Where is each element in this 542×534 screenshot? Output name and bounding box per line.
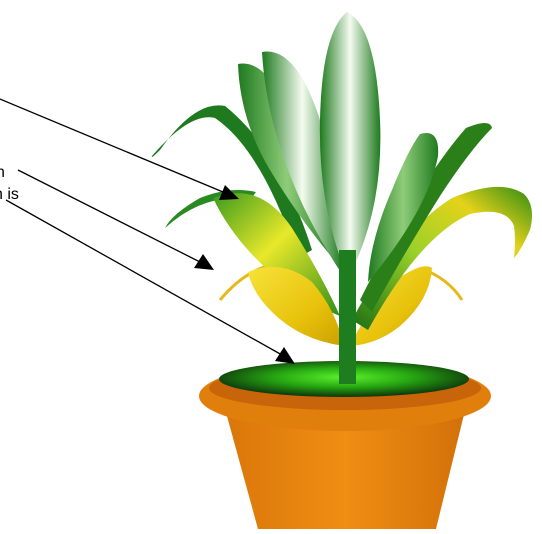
arrowhead-soil: [275, 347, 295, 364]
callout-line-drooping-leaf: [18, 170, 200, 262]
callout-label-drooping-leaf: n: [0, 164, 5, 182]
arrowhead-drooping-leaf: [194, 254, 214, 270]
callout-label-soil: h is: [0, 186, 19, 204]
stem: [339, 250, 356, 384]
